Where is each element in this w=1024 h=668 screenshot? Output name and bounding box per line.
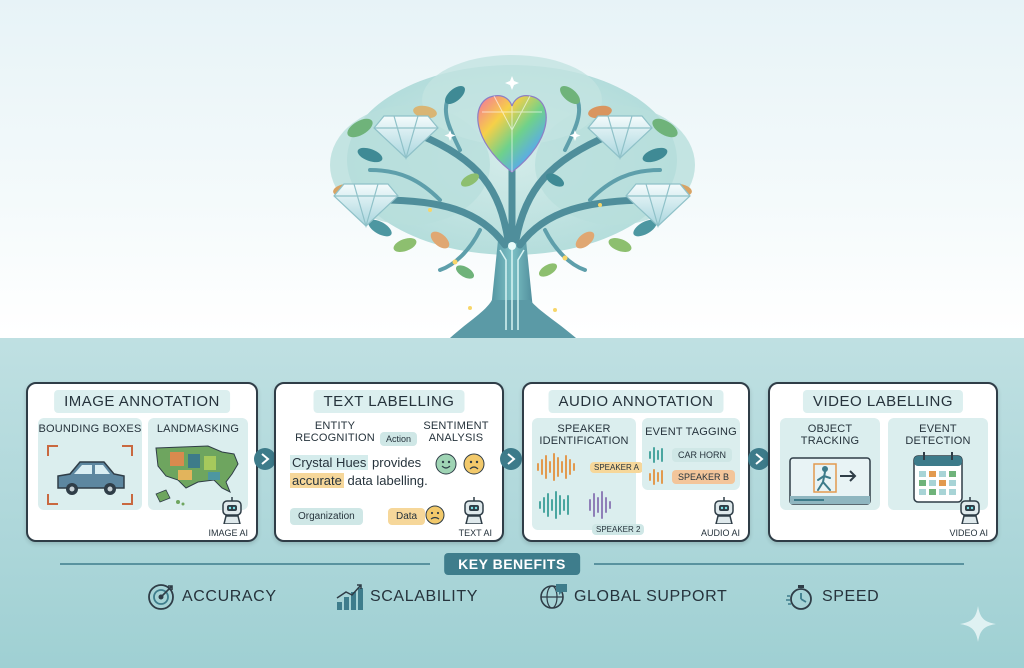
event-waveform-icon xyxy=(649,447,663,485)
chevron-right-icon xyxy=(755,453,764,465)
data-tag: Data xyxy=(388,508,426,525)
event-line-2: DETECTION xyxy=(905,435,971,447)
robot-label: IMAGE AI xyxy=(208,528,248,538)
benefit-global-support: GLOBAL SUPPORT xyxy=(538,582,727,612)
sub-event-tagging: EVENT TAGGING CAR HORN SPEAKER B xyxy=(642,418,740,490)
sentence-text: data labelling. xyxy=(343,473,428,488)
benefit-label: SPEED xyxy=(822,588,880,605)
benefit-speed: SPEED xyxy=(786,582,879,612)
object-line-1: OBJECT xyxy=(807,423,853,435)
panel-title: AUDIO ANNOTATION xyxy=(548,390,724,413)
benefit-label: ACCURACY xyxy=(182,588,277,605)
us-map-icon xyxy=(155,445,239,506)
sub-speaker-identification: SPEAKER IDENTIFICATION xyxy=(532,418,645,535)
robot-label: TEXT AI xyxy=(458,528,492,538)
robot-icon xyxy=(464,497,484,524)
sub-label: EVENT TAGGING xyxy=(645,426,737,438)
sub-label: OBJECT TRACKING xyxy=(780,423,880,447)
keyword-highlight: accurate xyxy=(290,473,344,488)
sample-sentence: Crystal Hues provides accurate data labe… xyxy=(290,454,428,490)
bar-growth-icon xyxy=(336,584,363,610)
speaker-id-line-1: SPEAKER xyxy=(557,423,611,435)
object-line-2: TRACKING xyxy=(800,435,860,447)
sad-face-icon xyxy=(425,505,445,525)
hero-illustration xyxy=(330,55,695,338)
robot-icon xyxy=(222,497,242,524)
panel-text-labelling: TEXT LABELLING ENTITY RECOGNITION Action… xyxy=(274,382,504,542)
sparkle-icon xyxy=(960,606,996,642)
next-arrow-button[interactable] xyxy=(500,448,522,470)
sub-label: BOUNDING BOXES xyxy=(38,423,142,435)
target-icon xyxy=(148,584,174,610)
next-arrow-button[interactable] xyxy=(254,448,276,470)
speaker-2-tag: SPEAKER 2 xyxy=(592,524,645,535)
entity-line-2: RECOGNITION xyxy=(295,432,375,444)
speaker-a-tag: SPEAKER A xyxy=(590,462,643,473)
car-horn-tag: CAR HORN xyxy=(672,448,733,462)
car-bounding-box-icon xyxy=(47,445,133,505)
sentence-text: provides xyxy=(368,455,422,470)
robot-icon xyxy=(960,497,980,524)
sub-event-detection: EVENT DETECTION xyxy=(888,418,988,510)
benefit-label: GLOBAL SUPPORT xyxy=(574,588,728,605)
chevron-right-icon xyxy=(261,453,270,465)
panel-title: IMAGE ANNOTATION xyxy=(54,390,230,413)
data-tree-illustration xyxy=(330,55,695,338)
sentiment-faces-icon xyxy=(435,453,485,475)
stopwatch-icon xyxy=(786,585,812,610)
sentiment-analysis-label: SENTIMENT ANALYSIS xyxy=(416,420,496,444)
entity-recognition-label: ENTITY RECOGNITION xyxy=(290,420,380,444)
panel-audio-annotation: AUDIO ANNOTATION SPEAKER IDENTIFICATION xyxy=(522,382,750,542)
annotation-section: IMAGE ANNOTATION BOUNDING BOXES LANDMASK… xyxy=(0,338,1024,668)
robot-label: AUDIO AI xyxy=(700,528,740,538)
event-line-1: EVENT xyxy=(919,423,957,435)
sentiment-line-2: ANALYSIS xyxy=(428,432,484,444)
key-benefits-title: KEY BENEFITS xyxy=(444,553,580,575)
entity-line-1: ENTITY xyxy=(314,420,356,432)
sub-bounding-boxes: BOUNDING BOXES xyxy=(38,418,142,510)
panel-title: TEXT LABELLING xyxy=(313,390,465,413)
sub-landmasking: LANDMASKING xyxy=(148,418,248,510)
benefit-label: SCALABILITY xyxy=(370,588,478,605)
video-tracking-icon xyxy=(789,457,871,505)
panel-title: VIDEO LABELLING xyxy=(802,390,964,413)
entity-highlight: Crystal Hues xyxy=(290,455,369,470)
audio-waveform-icon xyxy=(537,453,611,519)
panel-image-annotation: IMAGE ANNOTATION BOUNDING BOXES LANDMASK… xyxy=(26,382,258,542)
calendar-icon xyxy=(913,452,963,503)
robot-icon xyxy=(714,497,734,524)
speaker-b-tag: SPEAKER B xyxy=(672,470,736,484)
chevron-right-icon xyxy=(507,453,516,465)
benefits-divider xyxy=(60,563,964,565)
sub-label: EVENT DETECTION xyxy=(888,423,988,447)
sub-object-tracking: OBJECT TRACKING xyxy=(780,418,880,510)
benefit-scalability: SCALABILITY xyxy=(334,582,478,612)
action-tag: Action xyxy=(380,432,418,446)
globe-chat-icon xyxy=(540,584,567,609)
organization-tag: Organization xyxy=(290,508,363,525)
speaker-id-line-2: IDENTIFICATION xyxy=(539,435,629,447)
sentiment-line-1: SENTIMENT xyxy=(423,420,489,432)
benefit-accuracy: ACCURACY xyxy=(146,582,277,612)
sub-label: LANDMASKING xyxy=(156,423,240,435)
next-arrow-button[interactable] xyxy=(748,448,770,470)
panel-video-labelling: VIDEO LABELLING OBJECT TRACKING EVENT DE… xyxy=(768,382,998,542)
sub-label: SPEAKER IDENTIFICATION xyxy=(532,423,636,447)
robot-label: VIDEO AI xyxy=(949,528,988,538)
